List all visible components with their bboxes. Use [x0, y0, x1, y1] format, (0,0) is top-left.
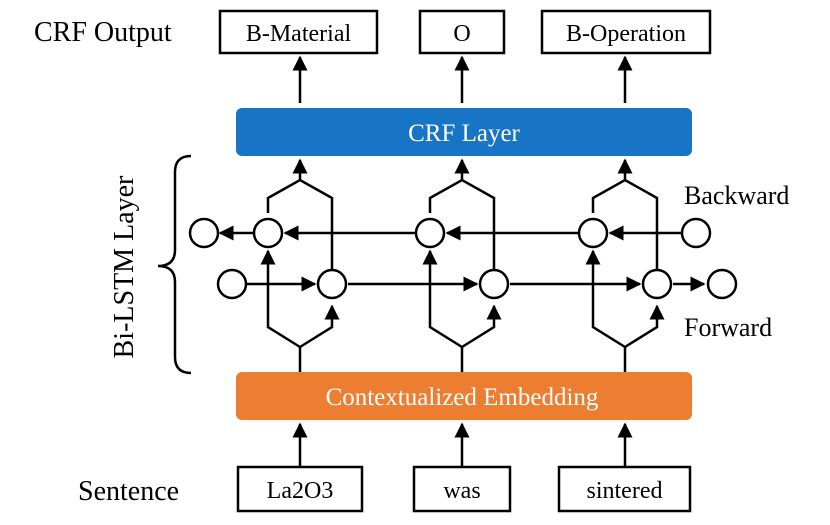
- forward-node-1: [316, 268, 348, 300]
- forward-label: Forward: [684, 313, 772, 342]
- forward-node-2: [478, 268, 510, 300]
- token-box-3: [557, 465, 692, 513]
- output-box-3: [540, 9, 712, 55]
- split-to-backward-1: [260, 249, 301, 349]
- token-label-2: was: [443, 478, 480, 504]
- output-label-3: B-Operation: [566, 21, 686, 47]
- merge-lines-1: [266, 178, 334, 270]
- forward-node-3: [641, 268, 673, 300]
- forward-start-node: [216, 268, 248, 300]
- output-label-2: O: [453, 21, 470, 47]
- merge-lines-2: [428, 178, 496, 270]
- token-label-1: La2O3: [267, 478, 334, 504]
- split-to-backward-2: [422, 249, 463, 349]
- backward-start-node: [680, 217, 712, 249]
- backward-label: Backward: [684, 181, 789, 210]
- output-box-2: [418, 9, 506, 55]
- backward-node-2: [414, 217, 446, 249]
- output-box-1: [218, 9, 379, 55]
- embedding-layer-bar: [236, 372, 692, 420]
- backward-node-3: [577, 217, 609, 249]
- merge-lines-3: [591, 178, 659, 270]
- bilstm-layer-label: Bi-LSTM Layer: [109, 175, 140, 358]
- token-box-2: [412, 465, 512, 513]
- split-to-forward-1: [299, 304, 340, 349]
- backward-node-1: [252, 217, 284, 249]
- split-to-backward-3: [585, 249, 626, 349]
- token-label-3: sintered: [587, 478, 663, 504]
- crf-output-label: CRF Output: [34, 17, 172, 48]
- token-box-1: [236, 465, 364, 513]
- split-to-forward-3: [624, 304, 665, 349]
- sentence-label: Sentence: [78, 476, 179, 507]
- forward-end-node: [706, 268, 738, 300]
- crf-layer-bar: [236, 108, 692, 156]
- bilstm-brace: [157, 154, 192, 375]
- embedding-layer-label: Contextualized Embedding: [326, 384, 599, 411]
- split-to-forward-2: [461, 304, 502, 349]
- backward-end-node: [188, 217, 220, 249]
- crf-layer-label: CRF Layer: [408, 120, 520, 147]
- output-label-1: B-Material: [246, 21, 352, 47]
